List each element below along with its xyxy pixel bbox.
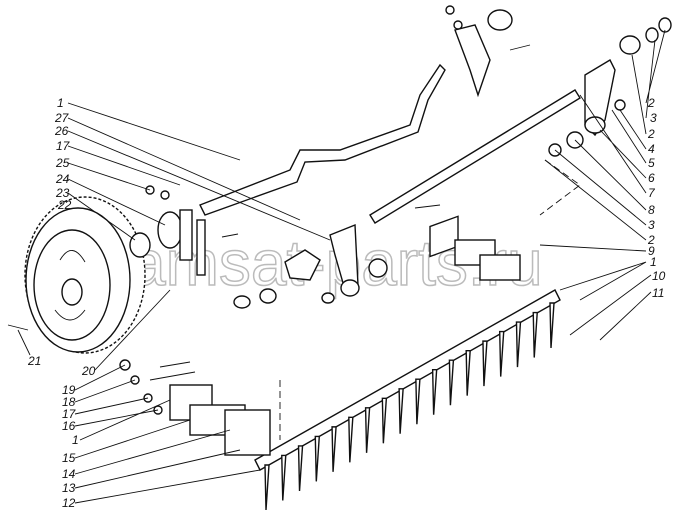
rake-tine bbox=[364, 407, 371, 453]
rake-tine bbox=[465, 349, 471, 396]
part-label: 10 bbox=[652, 269, 666, 283]
main-shaft bbox=[369, 89, 581, 224]
part-label: 9 bbox=[648, 244, 655, 258]
rake-tine bbox=[515, 321, 522, 368]
rake-tine bbox=[498, 330, 505, 377]
part-label: 12 bbox=[62, 496, 76, 510]
left-clamp-blocks bbox=[119, 359, 271, 456]
part-label: 23 bbox=[55, 186, 70, 200]
part-label: 21 bbox=[27, 354, 41, 368]
part-label: 2 bbox=[647, 233, 655, 247]
part-label: 2 bbox=[647, 96, 655, 110]
right-lever-arm bbox=[548, 17, 672, 157]
part-label: 20 bbox=[81, 364, 96, 378]
part-label: 15 bbox=[62, 451, 76, 465]
part-label: 1 bbox=[57, 96, 64, 110]
part-label: 19 bbox=[62, 383, 76, 397]
leader-lines bbox=[17, 29, 666, 504]
part-label: 3 bbox=[650, 111, 657, 125]
part-label: 4 bbox=[648, 142, 655, 156]
part-label: 8 bbox=[648, 203, 655, 217]
part-label: 17 bbox=[56, 139, 71, 153]
part-label: 24 bbox=[55, 172, 70, 186]
part-label: 1 bbox=[72, 433, 79, 447]
rake-tine bbox=[482, 340, 488, 387]
part-label: 5 bbox=[648, 156, 655, 170]
rake-tine bbox=[297, 445, 304, 491]
rake-tine bbox=[549, 302, 555, 349]
sprocket-wheel bbox=[7, 196, 146, 354]
rake-tine bbox=[381, 397, 388, 444]
part-label: 16 bbox=[62, 419, 76, 433]
part-label: 2 bbox=[647, 127, 655, 141]
part-label: 25 bbox=[55, 156, 70, 170]
rake-tine bbox=[281, 454, 287, 501]
part-label: 17 bbox=[62, 407, 77, 421]
assembly-guide-lines bbox=[279, 159, 581, 440]
part-label: 22 bbox=[57, 198, 72, 212]
part-label: 11 bbox=[652, 286, 664, 300]
part-label: 18 bbox=[62, 395, 76, 409]
right-clamp-blocks bbox=[414, 204, 521, 281]
part-label: 3 bbox=[648, 218, 655, 232]
part-label: 13 bbox=[62, 481, 76, 495]
rake-tine bbox=[532, 311, 538, 358]
rake-tine bbox=[314, 435, 321, 482]
top-bracket bbox=[445, 5, 531, 98]
part-label: 26 bbox=[54, 124, 69, 138]
rake-tine bbox=[415, 378, 421, 425]
part-label: 6 bbox=[648, 171, 655, 185]
part-label: 7 bbox=[648, 186, 656, 200]
left-bracket bbox=[129, 185, 239, 276]
rake-tine bbox=[431, 369, 438, 415]
rake-tine bbox=[448, 359, 455, 406]
part-label: 1 bbox=[650, 255, 657, 269]
rake-tine bbox=[398, 388, 404, 434]
part-label: 27 bbox=[54, 111, 70, 125]
rake-bar bbox=[254, 289, 561, 511]
middle-bearing-parts bbox=[233, 223, 388, 309]
crank-shaft bbox=[199, 63, 446, 216]
rake-tine bbox=[264, 464, 270, 511]
rake-tine bbox=[348, 416, 354, 463]
rake-tine bbox=[331, 426, 337, 472]
part-label: 14 bbox=[62, 467, 76, 481]
